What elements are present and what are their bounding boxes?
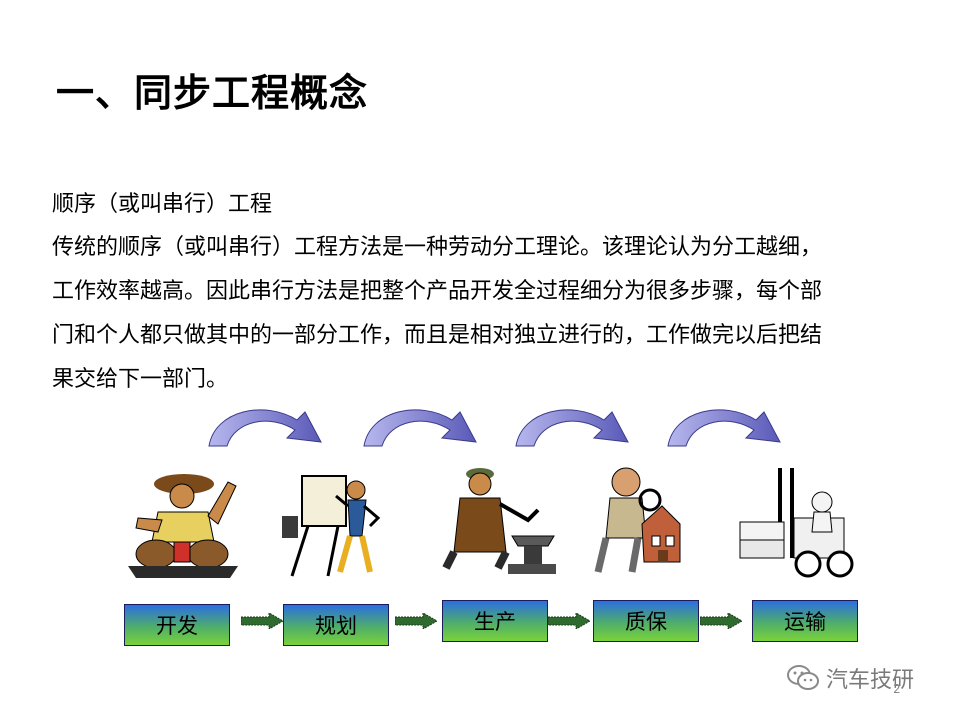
- body-line: 门和个人都只做其中的一部分工作，而且是相对独立进行的，工作做完以后把结: [52, 314, 912, 358]
- painter-figure-icon: [278, 466, 388, 578]
- stage-box-plan: 规划: [283, 604, 389, 646]
- watermark-text: 汽车技研: [826, 662, 914, 694]
- right-arrow-icon: [241, 613, 283, 629]
- stage-box-transport: 运输: [752, 600, 858, 642]
- curved-arrow-icon: [360, 400, 480, 448]
- page-number: 2: [893, 682, 901, 696]
- stage-box-production: 生产: [442, 600, 548, 642]
- body-line: 果交给下一部门。: [52, 358, 912, 402]
- right-arrow-icon: [700, 613, 742, 629]
- section-subtitle: 顺序（或叫串行）工程: [52, 186, 272, 218]
- inspector-figure-icon: [588, 458, 684, 576]
- body-paragraph: 传统的顺序（或叫串行）工程方法是一种劳动分工理论。该理论认为分工越细， 工作效率…: [52, 226, 912, 402]
- right-arrow-icon: [395, 613, 437, 629]
- curved-arrow-icon: [512, 400, 632, 448]
- blacksmith-figure-icon: [428, 464, 560, 576]
- curved-arrow-icon: [664, 400, 784, 448]
- wechat-icon: [786, 664, 820, 692]
- drummer-figure-icon: [118, 462, 248, 580]
- page-title: 一、同步工程概念: [56, 62, 368, 117]
- stage-box-develop: 开发: [124, 604, 230, 646]
- curved-arrow-icon: [205, 400, 325, 448]
- right-arrow-icon: [548, 613, 590, 629]
- forklift-figure-icon: [736, 462, 860, 580]
- body-line: 传统的顺序（或叫串行）工程方法是一种劳动分工理论。该理论认为分工越细，: [52, 226, 912, 270]
- stage-box-quality: 质保: [593, 600, 699, 642]
- body-line: 工作效率越高。因此串行方法是把整个产品开发全过程细分为很多步骤，每个部: [52, 270, 912, 314]
